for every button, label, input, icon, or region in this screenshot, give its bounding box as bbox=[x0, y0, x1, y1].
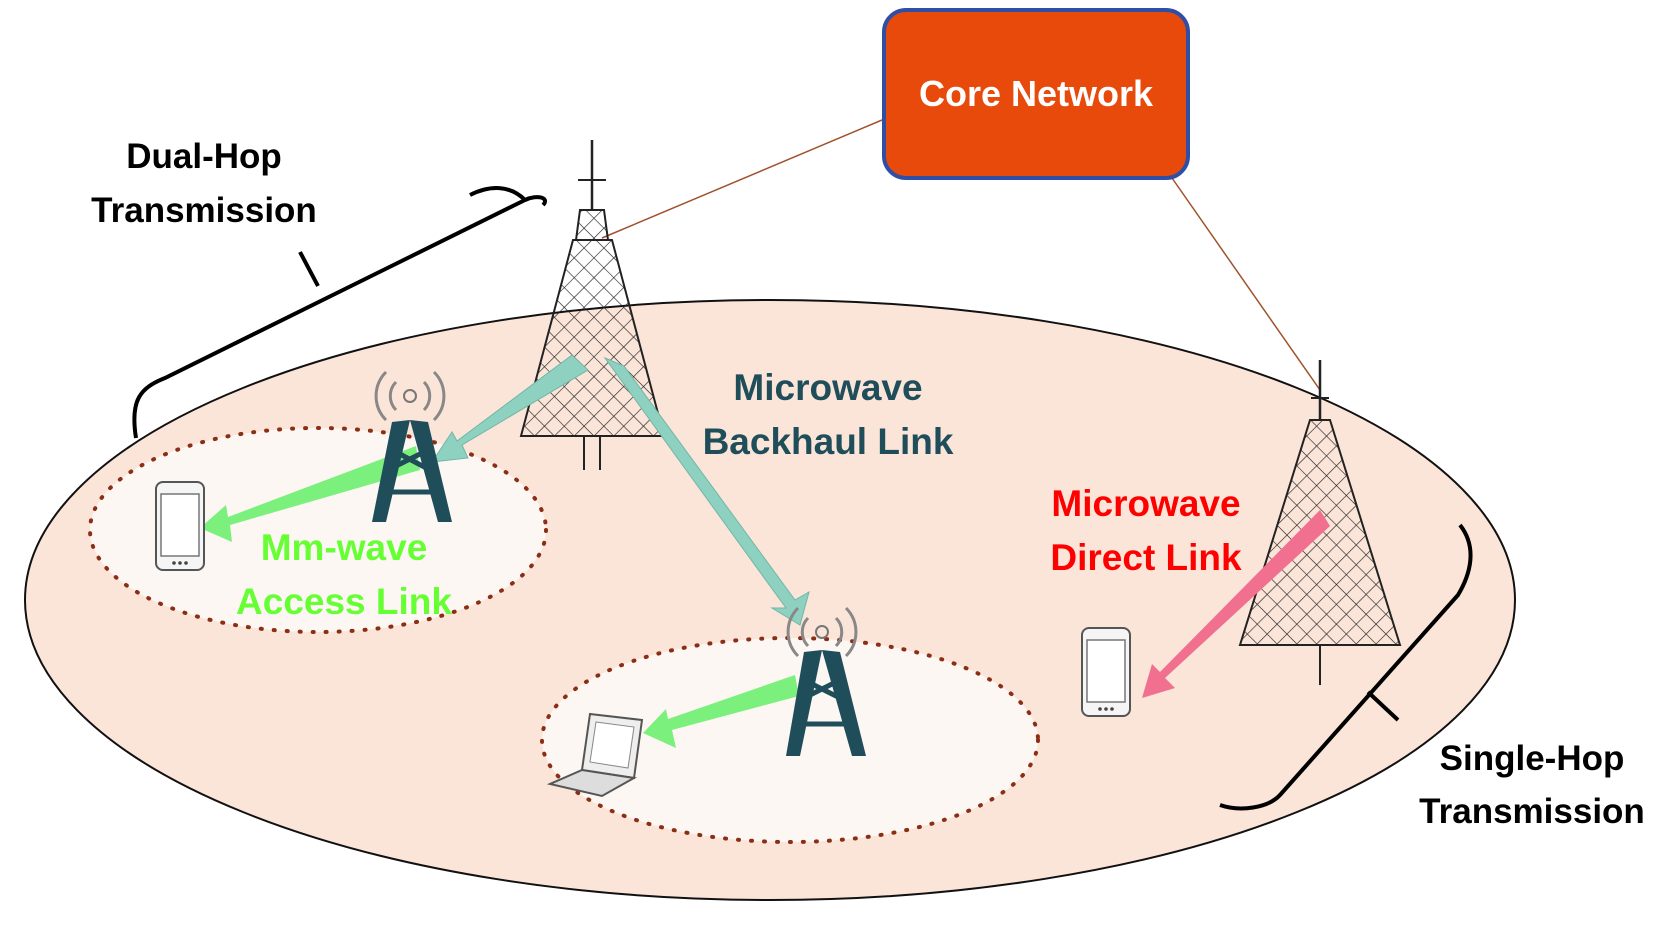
dual-hop-bracket bbox=[132, 186, 547, 439]
access-label-line2: Access Link bbox=[236, 581, 452, 622]
dual-hop-label-line1: Dual-Hop bbox=[126, 137, 282, 176]
core-link-right-tower bbox=[1171, 177, 1321, 391]
small-cell-tower-left-icon bbox=[372, 370, 452, 522]
single-hop-label-line1: Single-Hop bbox=[1440, 739, 1625, 778]
core-link-macro-tower bbox=[601, 119, 883, 239]
dual-hop-label-line2: Transmission bbox=[91, 191, 317, 230]
access-label-line1: Mm-wave bbox=[261, 527, 428, 568]
access-arrow-bottom bbox=[643, 675, 799, 748]
backhaul-arrow-bottom bbox=[603, 356, 810, 626]
core-network-label: Core Network bbox=[919, 73, 1154, 114]
core-network-box bbox=[882, 8, 1190, 180]
direct-label-line2: Direct Link bbox=[1050, 537, 1242, 578]
backhaul-arrow-left bbox=[430, 354, 589, 463]
laptop-icon bbox=[546, 712, 644, 798]
single-hop-label-line2: Transmission bbox=[1419, 792, 1645, 831]
single-hop-bracket-tick bbox=[1366, 690, 1400, 722]
backhaul-label-line2: Backhaul Link bbox=[703, 421, 954, 462]
smartphone-right-icon bbox=[1081, 627, 1131, 717]
smartphone-left-icon bbox=[155, 481, 205, 571]
direct-link-arrow bbox=[1142, 510, 1330, 698]
small-cell-tower-bottom-icon bbox=[786, 606, 866, 756]
dual-hop-bracket-tick bbox=[298, 251, 320, 287]
backhaul-label-line1: Microwave bbox=[733, 367, 922, 408]
direct-label-line1: Microwave bbox=[1051, 483, 1240, 524]
access-arrow-left bbox=[200, 446, 420, 542]
